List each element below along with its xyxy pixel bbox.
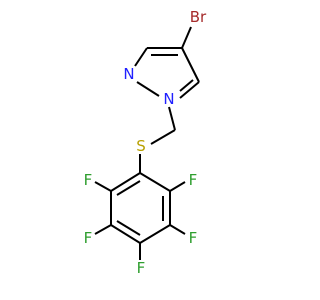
bond-c5-f xyxy=(94,224,112,235)
bond-c6-c1 xyxy=(110,172,141,192)
bond-c4-c5 xyxy=(181,47,200,83)
bond-n1-ch2 xyxy=(168,106,176,131)
atom-br: Br xyxy=(190,8,207,26)
bond-c6-c1-inner xyxy=(116,180,141,196)
bond-c2-f xyxy=(169,181,186,192)
bond-c4-br xyxy=(181,26,192,49)
bond-n1-c5 xyxy=(179,81,200,99)
atom-f-mid-left: F xyxy=(84,229,93,247)
bond-n1-c5-inner xyxy=(179,79,194,92)
bond-c4-c5 xyxy=(110,224,141,244)
bond-c3-n2 xyxy=(134,47,148,67)
bond-c1-c2 xyxy=(139,172,171,192)
atom-f-upper-right: F xyxy=(189,171,198,189)
atom-f-bottom: F xyxy=(137,259,146,277)
molecule-structure: Br N N S F F F F F xyxy=(84,8,207,277)
bond-ch2-s xyxy=(150,129,176,145)
atom-s: S xyxy=(136,137,146,155)
atom-n-ring: N xyxy=(123,65,134,83)
atom-f-mid-right: F xyxy=(189,229,198,247)
bond-c6-f xyxy=(94,181,112,192)
bond-n2-n1 xyxy=(136,81,160,97)
bond-c3-c4 xyxy=(139,224,171,244)
bond-c3-f xyxy=(169,224,186,235)
bond-c4-c5-inner xyxy=(116,220,141,236)
atom-f-upper-left: F xyxy=(84,171,93,189)
atom-n-substituted: N xyxy=(163,90,174,108)
